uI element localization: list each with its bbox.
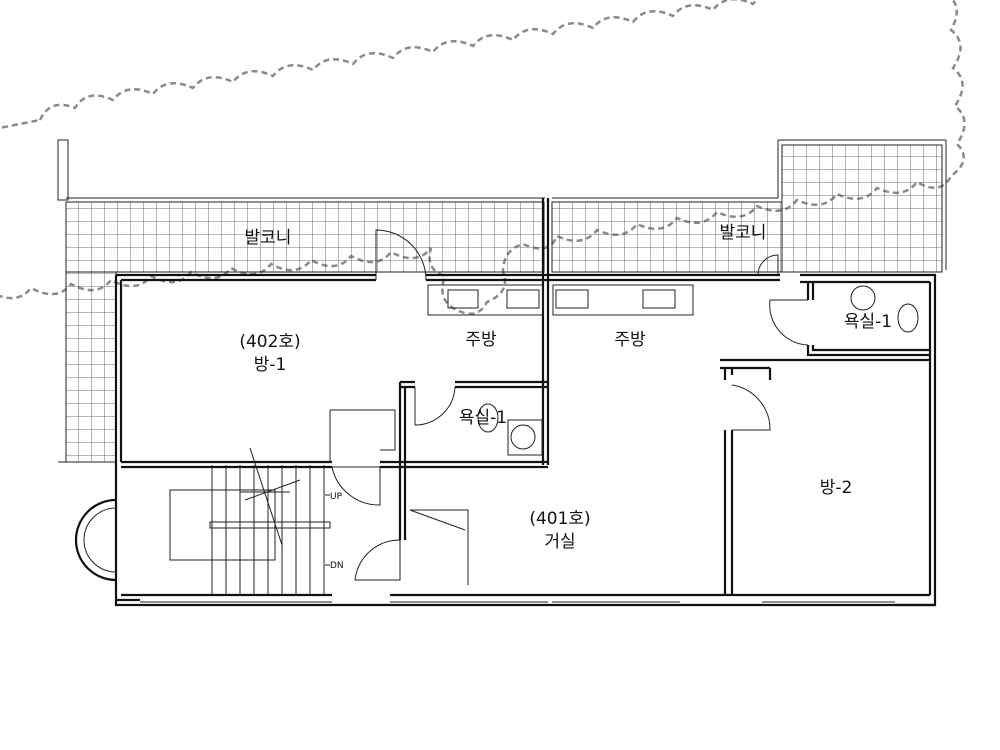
balcony-left-label: 발코니	[245, 228, 292, 248]
room2-label: 방-2	[820, 478, 853, 498]
bath-right-label: 욕실-1	[844, 312, 892, 332]
bath1-label: 욕실-1	[459, 408, 507, 428]
unit-401-label: (401호)	[529, 509, 590, 529]
living-label: 거실	[544, 532, 575, 552]
stair-dn-label: DN	[330, 561, 344, 571]
balcony-right-label: 발코니	[720, 223, 767, 243]
unit-402-label: (402호)	[239, 332, 300, 352]
kitchen-left-label: 주방	[465, 330, 497, 350]
room1-label: 방-1	[254, 355, 287, 375]
stair-up-label: UP	[330, 492, 343, 502]
kitchen-right-label: 주방	[614, 330, 646, 350]
